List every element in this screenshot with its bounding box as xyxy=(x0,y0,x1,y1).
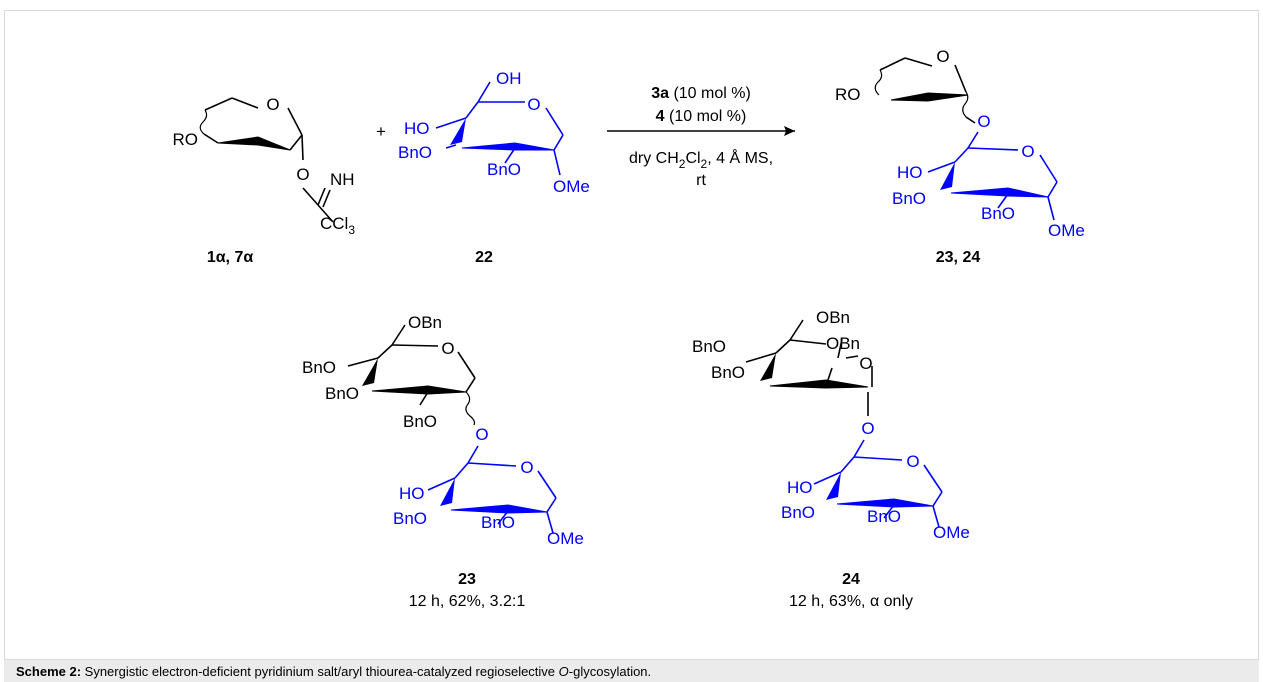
compound-24-label: 24 xyxy=(842,571,860,588)
reaction-arrow xyxy=(607,126,795,136)
product-glycosidic-oxygen: O xyxy=(977,112,990,131)
compound-24-bno-acc-3: BnO xyxy=(781,503,815,522)
acceptor-structure xyxy=(435,81,564,176)
acceptor-label: 22 xyxy=(475,249,493,266)
product-generic-label: 23, 24 xyxy=(936,249,981,266)
compound-24-acceptor-structure xyxy=(813,439,943,528)
compound-24-obn-6: OBn xyxy=(816,308,850,327)
product-bno-2: BnO xyxy=(981,204,1015,223)
compound-24-ome: OMe xyxy=(933,523,970,542)
caption-italic-o: O xyxy=(558,664,569,679)
compound-24-obn-2: OBn xyxy=(826,334,860,353)
plus-sign: + xyxy=(376,122,386,141)
compound-24-bno-acc-2: BnO xyxy=(867,507,901,526)
compound-23-bno-3: BnO xyxy=(325,384,359,403)
compound-23-glycosidic-oxygen: O xyxy=(475,425,488,444)
compound-24-donor-structure xyxy=(745,319,873,416)
compound-24-ring-oxygen: O xyxy=(859,354,872,373)
donor-label: 1α, 7α xyxy=(207,249,254,266)
compound-23-ho: HO xyxy=(399,484,425,503)
compound-23-acceptor-ring-oxygen: O xyxy=(520,458,533,477)
compound-23-ome: OMe xyxy=(547,529,584,548)
acceptor-bno-3: BnO xyxy=(398,143,432,162)
compound-23-bno-acc-3: BnO xyxy=(393,509,427,528)
compound-24-ho: HO xyxy=(787,478,813,497)
scheme-2-drawing: O RO O NH CCl3 1α, 7α + OH O HO BnO BnO … xyxy=(173,47,1085,610)
scheme-caption: Scheme 2: Synergistic electron-deficient… xyxy=(4,660,1259,682)
compound-23-donor-structure xyxy=(347,324,476,426)
condition-solvent: dry CH2Cl2, 4 Å MS, xyxy=(629,148,773,171)
acceptor-oh: OH xyxy=(496,69,522,88)
condition-catalyst-3a: 3a (10 mol %) xyxy=(651,85,751,102)
product-ome: OMe xyxy=(1048,221,1085,240)
product-bno-3: BnO xyxy=(892,189,926,208)
condition-temperature: rt xyxy=(696,172,706,189)
acceptor-ho: HO xyxy=(404,119,430,138)
product-ro: RO xyxy=(835,85,861,104)
acceptor-bno-2: BnO xyxy=(487,160,521,179)
caption-prefix: Scheme 2: xyxy=(16,664,82,679)
product-acceptor-ring-oxygen: O xyxy=(1021,142,1034,161)
compound-24-result: 12 h, 63%, α only xyxy=(789,593,913,610)
donor-anomeric-oxygen: O xyxy=(296,165,309,184)
product-ring-oxygen: O xyxy=(936,47,949,66)
product-generic-structure xyxy=(874,57,976,124)
donor-imine-nh: NH xyxy=(330,170,355,189)
caption-text-before: Synergistic electron-deficient pyridiniu… xyxy=(81,664,559,679)
donor-structure xyxy=(199,97,334,223)
product-acceptor-structure xyxy=(927,131,1058,221)
compound-23-bno-acc-2: BnO xyxy=(481,513,515,532)
compound-23-acceptor-structure xyxy=(427,445,557,534)
compound-23-ring-oxygen: O xyxy=(441,339,454,358)
compound-23-bno-4: BnO xyxy=(302,358,336,377)
compound-23-label: 23 xyxy=(458,571,476,588)
donor-ro: RO xyxy=(173,130,199,149)
scheme-frame xyxy=(4,10,1259,660)
condition-catalyst-4: 4 (10 mol %) xyxy=(656,108,747,125)
donor-ring-oxygen: O xyxy=(266,95,279,114)
acceptor-ring-oxygen: O xyxy=(527,95,540,114)
acceptor-ome: OMe xyxy=(553,177,590,196)
compound-24-glycosidic-oxygen: O xyxy=(861,419,874,438)
donor-ccl3: CCl3 xyxy=(320,214,355,237)
compound-23-obn-6: OBn xyxy=(408,313,442,332)
compound-23-result: 12 h, 62%, 3.2:1 xyxy=(409,593,526,610)
product-ho: HO xyxy=(897,163,923,182)
compound-23-bno-2: BnO xyxy=(403,412,437,431)
compound-24-bno-4: BnO xyxy=(692,337,726,356)
compound-24-bno-3: BnO xyxy=(711,363,745,382)
compound-24-acceptor-ring-oxygen: O xyxy=(906,452,919,471)
caption-text-after: -glycosylation. xyxy=(568,664,652,679)
